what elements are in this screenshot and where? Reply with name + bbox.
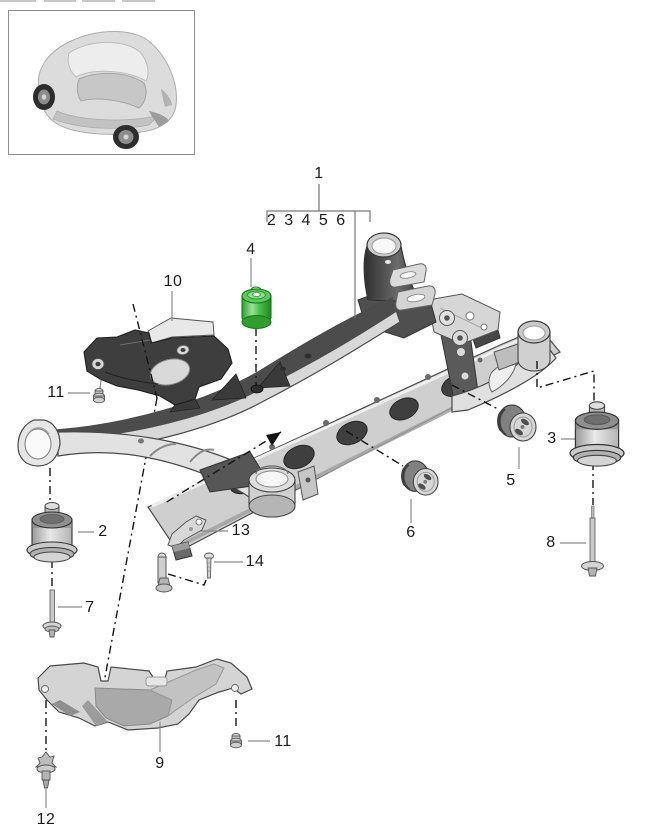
part-8-bolt[interactable]: [581, 505, 604, 577]
callout-part-13[interactable]: 13: [231, 522, 251, 539]
callout-part-1[interactable]: 1: [314, 165, 324, 182]
top-edge-mark: [0, 0, 36, 2]
part-7-bolt[interactable]: [42, 589, 62, 638]
callout-part-11-upper[interactable]: 11: [47, 384, 65, 401]
part-11-nut-upper[interactable]: [93, 388, 105, 404]
top-edge-mark: [82, 0, 115, 2]
callout-part-5[interactable]: 5: [506, 472, 516, 489]
top-edge-mark: [44, 0, 76, 2]
callout-part-4[interactable]: 4: [246, 241, 256, 258]
part-4-bushing-highlighted[interactable]: [241, 286, 272, 329]
part-6-bushing[interactable]: [401, 459, 439, 497]
vehicle-thumbnail: [8, 10, 195, 155]
part-13-bracket[interactable]: [155, 515, 207, 593]
leader-lines: [45, 258, 586, 808]
callout-group-children[interactable]: 2 3 4 5 6: [266, 212, 348, 229]
part-12-rivet[interactable]: [34, 751, 58, 789]
callout-1-bracket: [266, 184, 371, 318]
part-10-heat-shield-upper[interactable]: [83, 317, 233, 406]
callout-part-11-lower[interactable]: 11: [274, 733, 292, 750]
callout-part-6[interactable]: 6: [406, 524, 416, 541]
part-11-nut-lower[interactable]: [230, 733, 242, 749]
callout-part-3[interactable]: 3: [547, 430, 557, 447]
part-9-heat-shield-lower[interactable]: [37, 658, 253, 731]
callout-part-10[interactable]: 10: [163, 273, 183, 290]
part-5-bushing[interactable]: [497, 404, 537, 442]
part-2-bushing[interactable]: [26, 501, 78, 563]
locating-arrowhead: [266, 432, 281, 446]
part-14-screw[interactable]: [204, 552, 214, 579]
callout-part-14[interactable]: 14: [245, 553, 265, 570]
callout-part-7[interactable]: 7: [85, 599, 95, 616]
callout-part-2[interactable]: 2: [98, 523, 108, 540]
car-rear-three-quarter-icon: [33, 31, 177, 149]
callout-part-12[interactable]: 12: [36, 811, 56, 828]
part-1-subframe[interactable]: [17, 232, 561, 553]
part-3-bushing[interactable]: [569, 401, 625, 467]
locating-lines: [45, 303, 595, 752]
top-edge-mark: [122, 0, 155, 2]
callout-part-8[interactable]: 8: [546, 534, 556, 551]
callout-part-9[interactable]: 9: [155, 755, 165, 772]
